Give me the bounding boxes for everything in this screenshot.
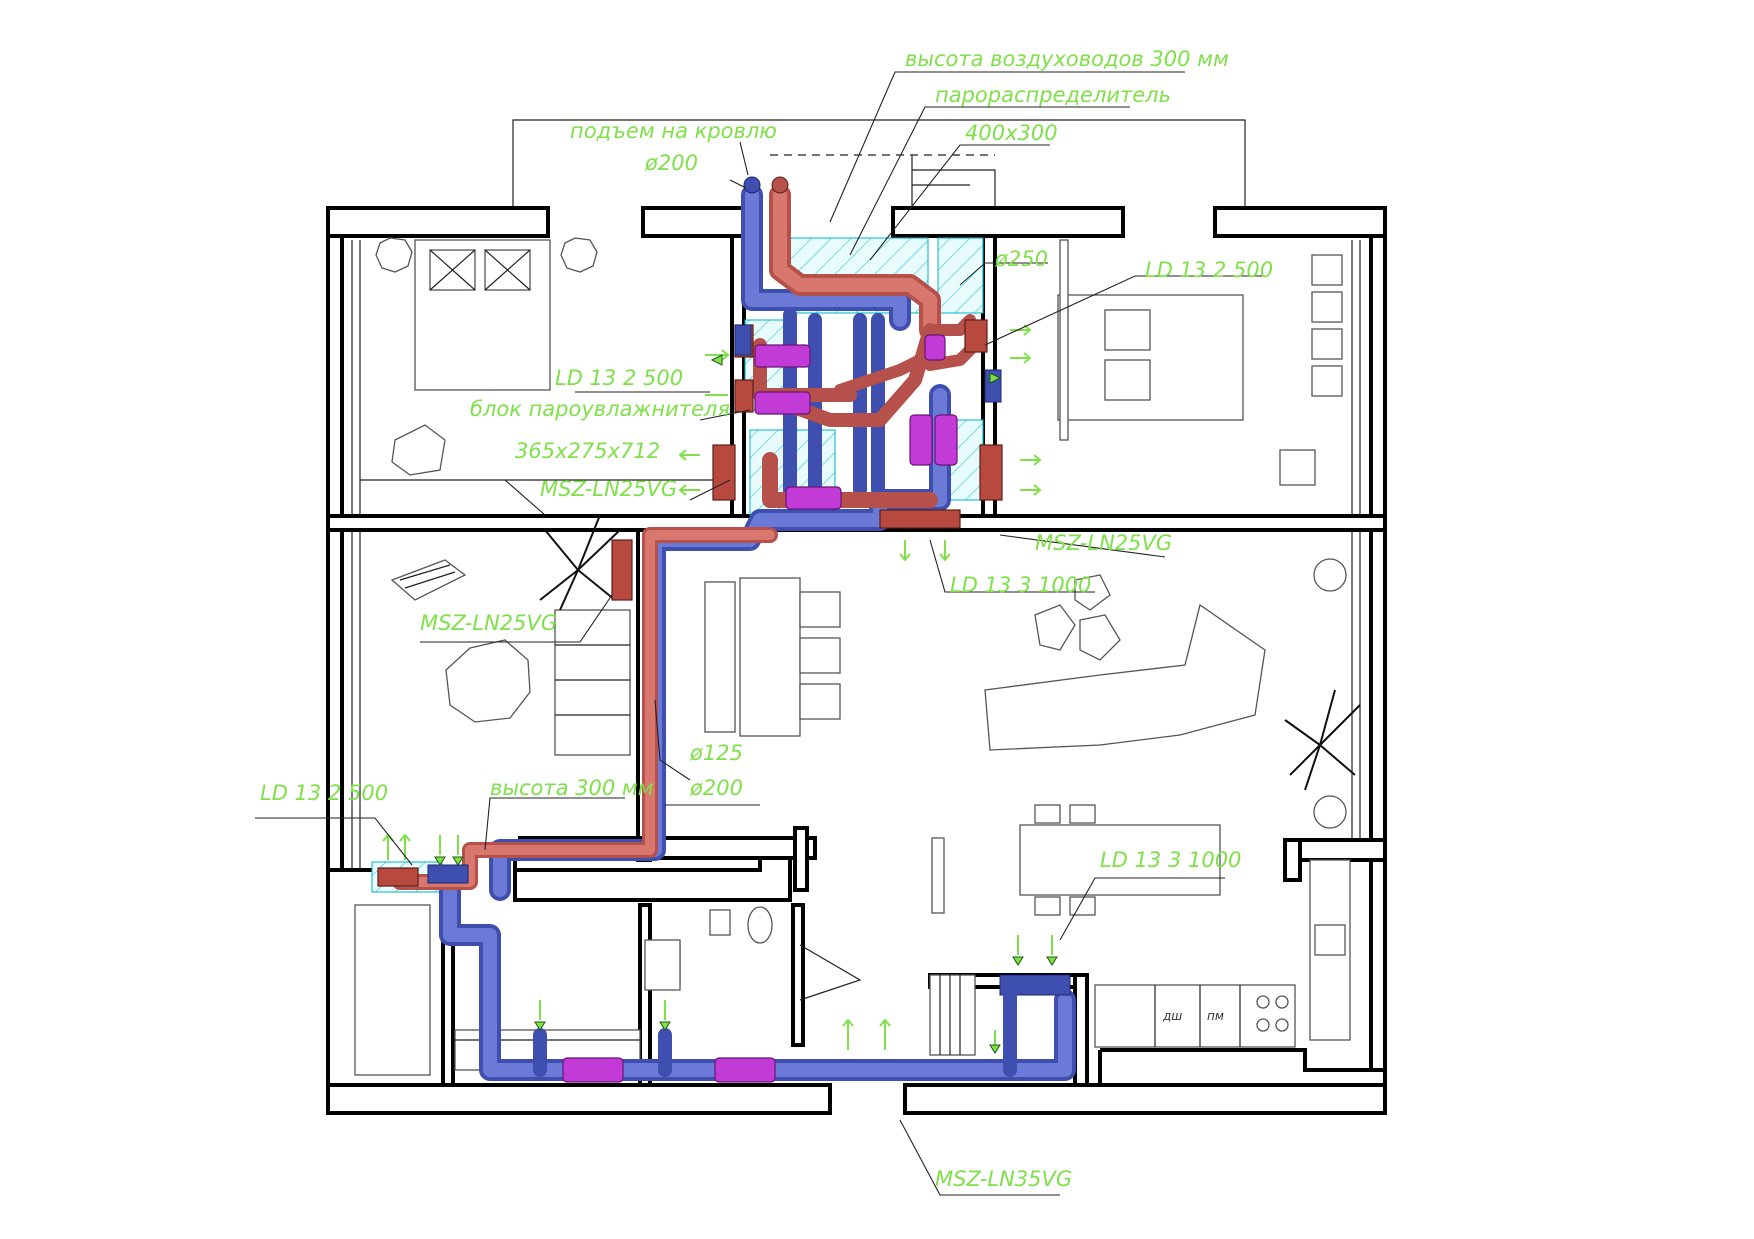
leader-lines bbox=[255, 71, 1262, 1196]
label-steam-distributor: парораспределитель bbox=[935, 83, 1171, 107]
label-ld-kitchen: LD 13 3 1000 bbox=[1100, 848, 1241, 872]
label-humidifier-size: 365х275х712 bbox=[515, 439, 660, 463]
pm-label: пм bbox=[1207, 1009, 1224, 1023]
silencers bbox=[562, 334, 958, 1083]
label-ld-left-bedroom: LD 13 2 500 bbox=[555, 366, 683, 390]
label-duct-height: высота воздуховодов 300 мм bbox=[905, 47, 1229, 71]
roof-outlets bbox=[743, 176, 789, 194]
furniture-living bbox=[390, 559, 1266, 916]
furniture-right-bedroom bbox=[1057, 239, 1343, 486]
label-dia-200-top: ø200 bbox=[644, 151, 698, 175]
windows bbox=[351, 240, 1361, 868]
label-dia-200-mid: ø200 bbox=[689, 776, 743, 800]
annotations: высота воздуховодов 300 мм парораспредел… bbox=[260, 47, 1273, 1191]
dishwasher-label: дш bbox=[1162, 1009, 1182, 1023]
label-msz-left-bedroom: MSZ-LN25VG bbox=[540, 477, 677, 501]
label-roof-rise: подъем на кровлю bbox=[570, 119, 777, 143]
label-msz-living: MSZ-LN25VG bbox=[420, 611, 557, 635]
indoor-units bbox=[377, 319, 1003, 887]
label-humidifier-block: блок пароувлажнителя bbox=[470, 397, 730, 421]
plants bbox=[539, 514, 1361, 829]
label-ld-top-right: LD 13 2 500 bbox=[1145, 258, 1273, 282]
furniture-left-bedroom bbox=[360, 237, 730, 481]
label-height-300: высота 300 мм bbox=[490, 776, 654, 800]
label-duct-size: 400х300 bbox=[965, 121, 1058, 145]
label-dia-250: ø250 bbox=[994, 247, 1048, 271]
label-msz-right-bedroom: MSZ-LN25VG bbox=[1035, 531, 1172, 555]
label-dia-125: ø125 bbox=[689, 741, 743, 765]
kitchen: дш пм bbox=[1094, 859, 1351, 1048]
diffusers bbox=[434, 354, 1058, 1054]
roof-outline bbox=[512, 119, 1246, 208]
label-ld-center: LD 13 3 1000 bbox=[950, 573, 1091, 597]
label-ld-bottom-left: LD 13 2 500 bbox=[260, 781, 388, 805]
label-msz-bottom: MSZ-LN35VG bbox=[935, 1167, 1072, 1191]
